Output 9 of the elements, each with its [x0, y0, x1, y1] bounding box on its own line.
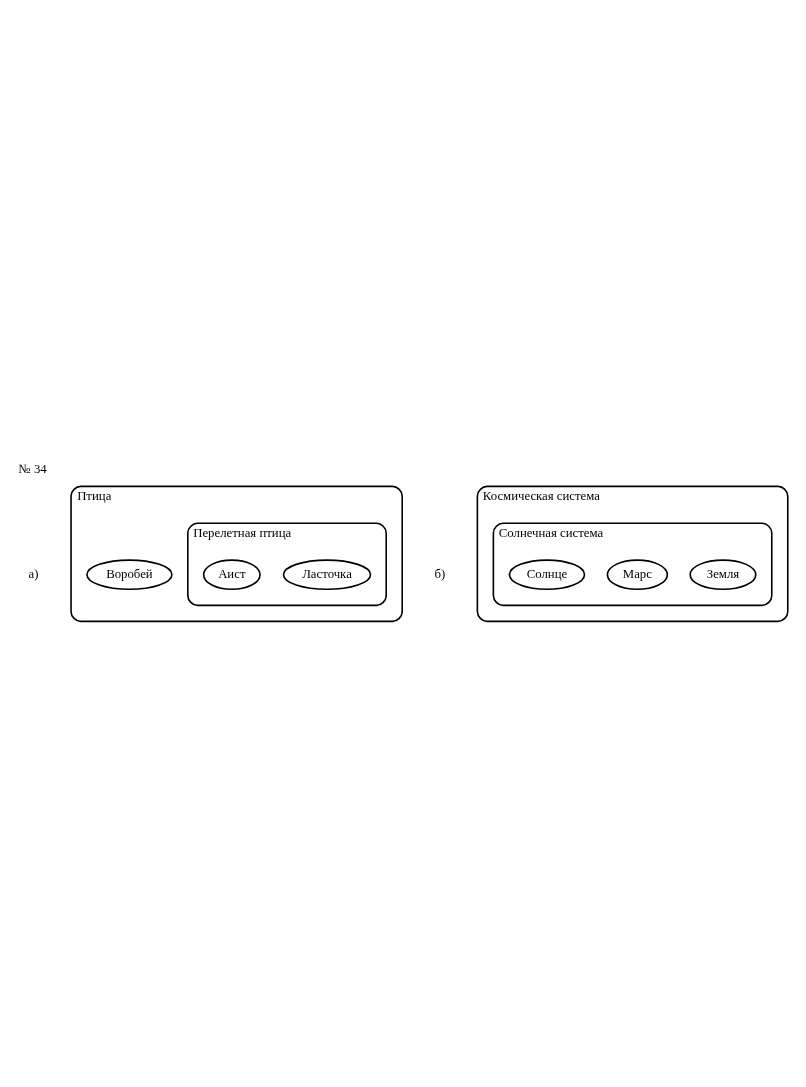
- node-ellipse: Воробей: [86, 559, 173, 591]
- diagram-title: № 34: [18, 461, 47, 476]
- node-ellipse: Земля: [689, 559, 757, 591]
- node-ellipse: Аист: [202, 559, 261, 591]
- node-ellipse: Марс: [606, 559, 669, 591]
- node-ellipse: Солнце: [508, 559, 586, 591]
- label: б): [434, 566, 446, 581]
- label: а): [28, 566, 39, 581]
- node-ellipse: Ласточка: [282, 559, 372, 591]
